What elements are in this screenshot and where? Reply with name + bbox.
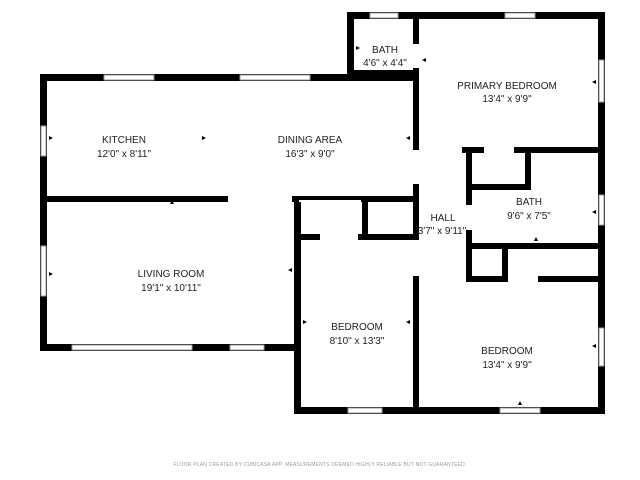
label-bedroom-left-dims: 8'10" x 13'3" [330, 336, 385, 347]
marker-bedroom-right-e [592, 344, 596, 348]
window-bath-east [598, 194, 605, 226]
label-kitchen-name: KITCHEN [102, 135, 146, 146]
door-openings [228, 44, 538, 284]
window-primary-east [598, 59, 605, 103]
label-dining-dims: 16'3" x 9'0" [285, 149, 335, 160]
label-bath-name: BATH [516, 197, 542, 208]
marker-kitchen [202, 136, 206, 140]
wall-closet-bottom [466, 184, 531, 190]
marker-primary [422, 58, 426, 62]
doorway-living-dining [299, 200, 361, 202]
wall-primary-bottom [462, 147, 605, 153]
marker-kitchen-west [49, 136, 53, 140]
label-living-dims: 19'1" x 10'11" [141, 283, 201, 294]
wall-bedroom-left-west [294, 200, 301, 414]
wall-closet-left-b [294, 200, 300, 240]
wall-closet-left-a [362, 200, 368, 240]
marker-dining [406, 136, 410, 140]
doorway-dining-hall [412, 150, 420, 184]
marker-primary-east [592, 80, 596, 84]
doorway-bedroom-left [320, 233, 358, 241]
window-living-west [40, 245, 47, 297]
marker-living-east [288, 268, 292, 272]
wall-bath-bottom [466, 243, 605, 249]
label-hall-dims: 3'7" x 9'11" [418, 226, 467, 237]
label-dining-name: DINING AREA [278, 135, 343, 146]
doorway-kitchen-living [228, 195, 292, 203]
window-dining-top [239, 74, 311, 81]
wall-bottom-east [296, 407, 605, 414]
wall-closet-east [502, 249, 508, 282]
window-living-bottom-2 [229, 344, 265, 351]
doorway-hall-bedroom [412, 240, 420, 274]
label-primary-dims: 13'4" x 9'9" [482, 94, 532, 105]
doorway-hall-bath [465, 205, 473, 230]
marker-bath-east [592, 210, 596, 214]
window-kitchen-top [103, 74, 155, 81]
label-bath-small-name: BATH [372, 45, 398, 56]
window-bedroom-right-bottom [499, 407, 541, 414]
window-bedroom-left-bottom [347, 407, 383, 414]
doorway-bedroom-right [420, 275, 464, 283]
doorway-bath-small [412, 44, 420, 68]
marker-bedroom-left-w [303, 320, 307, 324]
windows [40, 12, 605, 414]
marker-living-west [49, 272, 53, 276]
marker-bedroom-right-bottom [518, 401, 522, 405]
label-primary-name: PRIMARY BEDROOM [457, 81, 557, 92]
wall-bath-left [466, 190, 472, 278]
door-markers [49, 46, 596, 405]
label-bedroom-right-dims: 13'4" x 9'9" [482, 360, 532, 371]
wall-top-west [40, 74, 417, 81]
wall-bedroom-right-west [413, 276, 419, 414]
doorway-bath-closet [484, 146, 514, 154]
marker-living-top [170, 200, 174, 204]
label-bath-small-dims: 4'6" x 4'4" [363, 58, 407, 69]
marker-bath-small [356, 46, 360, 50]
window-bedroom-right-east [598, 327, 605, 367]
window-living-bottom [71, 344, 193, 351]
doorway-closet-right [508, 276, 538, 284]
room-labels: BATH 4'6" x 4'4" PRIMARY BEDROOM 13'4" x… [97, 45, 557, 371]
label-hall-name: HALL [430, 213, 455, 224]
label-bath-dims: 9'6" x 7'5" [507, 211, 551, 222]
marker-bath-bottom [534, 237, 538, 241]
wall-closet-right [525, 147, 531, 190]
window-bath-small [369, 12, 399, 19]
label-bedroom-left-name: BEDROOM [331, 322, 383, 333]
doorway-hall-primary [420, 146, 460, 154]
window-primary-top [504, 12, 536, 19]
wall-bath-small-west [347, 12, 354, 81]
marker-bedroom-left-e [406, 320, 410, 324]
wall-top-east-wing [347, 12, 605, 19]
label-bedroom-right-name: BEDROOM [481, 346, 533, 357]
window-kitchen-west [40, 125, 47, 157]
wall-bath-small-bottom [347, 70, 419, 76]
wall-west [40, 74, 47, 351]
wall-closet-left [466, 147, 472, 190]
label-living-name: LIVING ROOM [138, 269, 205, 280]
label-kitchen-dims: 12'0" x 8'11" [97, 149, 152, 160]
footer-disclaimer: FLOOR PLAN CREATED BY CUBICASA APP. MEAS… [173, 462, 466, 468]
